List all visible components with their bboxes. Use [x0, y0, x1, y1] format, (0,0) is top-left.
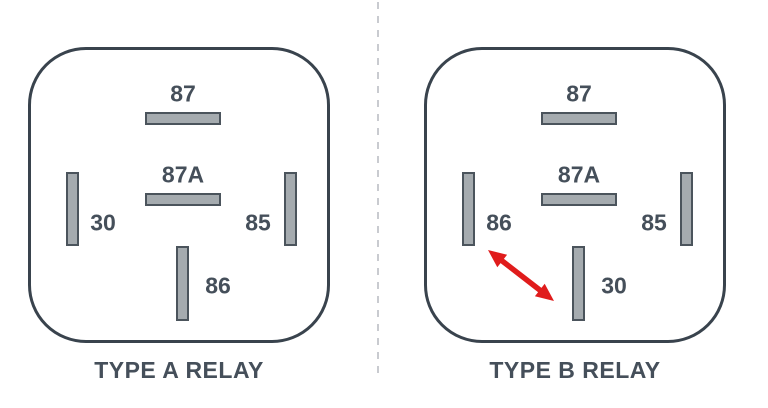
type-a-relay-body: 87 87A 30 85 86 — [28, 47, 330, 343]
pin-87a-terminal — [541, 193, 617, 206]
pin-30-terminal — [66, 172, 79, 246]
panel-divider — [377, 2, 379, 373]
pin-label-30: 30 — [601, 272, 627, 299]
pin-label-87a: 87A — [557, 161, 601, 188]
pin-85-terminal — [680, 172, 693, 246]
pin-label-87: 87 — [170, 80, 196, 107]
pin-label-85: 85 — [245, 209, 271, 236]
pin-label-86: 86 — [205, 272, 231, 299]
pin-30-terminal — [572, 246, 585, 321]
pin-label-30: 30 — [90, 209, 116, 236]
pin-86-terminal — [176, 246, 189, 321]
pin-label-85: 85 — [641, 209, 667, 236]
pin-label-86: 86 — [486, 209, 512, 236]
swap-direction-arrow-icon — [488, 250, 554, 301]
pin-85-terminal — [284, 172, 297, 246]
type-b-relay-title: TYPE B RELAY — [489, 357, 661, 383]
type-a-relay-panel: 87 87A 30 85 86 TYPE A RELAY — [28, 47, 330, 384]
pin-86-terminal — [462, 172, 475, 246]
pin-87-terminal — [145, 112, 221, 125]
pin-label-87: 87 — [566, 80, 592, 107]
pin-label-87a: 87A — [161, 161, 205, 188]
type-b-relay-body: 87 87A 86 85 30 — [424, 47, 726, 343]
type-b-relay-panel: 87 87A 86 85 30 TYPE B RELAY — [424, 47, 726, 384]
pin-87a-terminal — [145, 193, 221, 206]
type-a-relay-title: TYPE A RELAY — [94, 357, 264, 383]
pin-87-terminal — [541, 112, 617, 125]
